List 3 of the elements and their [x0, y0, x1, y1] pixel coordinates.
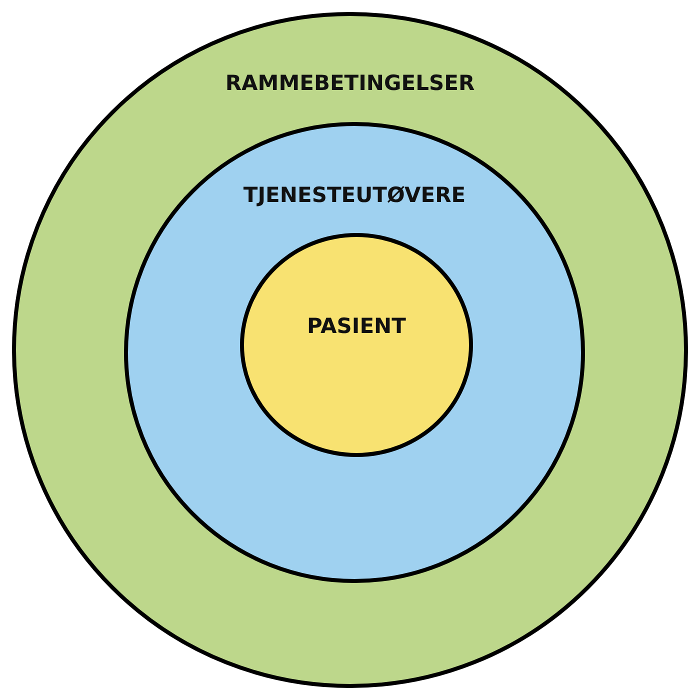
circle-label: PASIENT — [307, 315, 406, 338]
circle-label: RAMMEBETINGELSER — [225, 72, 475, 96]
circle-label: TJENESTEUTØVERE — [243, 184, 466, 208]
